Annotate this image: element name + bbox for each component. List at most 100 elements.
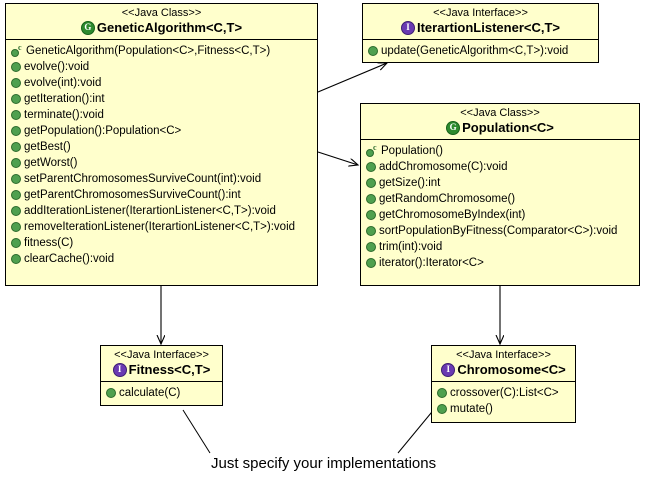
method-item[interactable]: evolve():void bbox=[8, 59, 315, 75]
class-box-population[interactable]: <<Java Class>> G Population<C> c Populat… bbox=[360, 103, 640, 286]
member-label: setParentChromosomesSurviveCount(int):vo… bbox=[24, 173, 262, 185]
caption-leader-left bbox=[182, 409, 211, 454]
stereotype-label: <<Java Interface>> bbox=[456, 349, 551, 361]
member-label: getIteration():int bbox=[24, 93, 105, 105]
method-item[interactable]: calculate(C) bbox=[103, 385, 220, 401]
member-label: clearCache():void bbox=[24, 253, 115, 265]
interface-box-chromosome[interactable]: <<Java Interface>> I Chromosome<C> cross… bbox=[431, 345, 576, 423]
method-item[interactable]: trim(int):void bbox=[363, 239, 637, 255]
method-icon bbox=[11, 254, 21, 264]
stereotype-label: <<Java Interface>> bbox=[114, 349, 209, 361]
method-item[interactable]: getParentChromosomesSurviveCount():int bbox=[8, 187, 315, 203]
member-label: addChromosome(C):void bbox=[379, 161, 508, 173]
member-label: getWorst() bbox=[24, 157, 78, 169]
interface-name-label: Chromosome<C> bbox=[457, 362, 566, 377]
method-icon bbox=[106, 388, 116, 398]
method-item[interactable]: sortPopulationByFitness(Comparator<C>):v… bbox=[363, 223, 637, 239]
class-name-label: Population<C> bbox=[462, 120, 554, 135]
member-label: mutate() bbox=[450, 403, 493, 415]
diagram-caption: Just specify your implementations bbox=[211, 455, 437, 472]
connector-ga-to-iterationlistener bbox=[317, 63, 387, 93]
member-label: addIterationListener(IterartionListener<… bbox=[24, 205, 276, 217]
method-icon bbox=[366, 194, 376, 204]
member-list-iterationlistener: update(GeneticAlgorithm<C,T>):void bbox=[363, 40, 598, 63]
method-item[interactable]: getPopulation():Population<C> bbox=[8, 123, 315, 139]
method-icon bbox=[366, 178, 376, 188]
method-item[interactable]: iterator():Iterator<C> bbox=[363, 255, 637, 271]
method-item[interactable]: evolve(int):void bbox=[8, 75, 315, 91]
method-icon bbox=[11, 190, 21, 200]
method-item[interactable]: getWorst() bbox=[8, 155, 315, 171]
method-item[interactable]: getSize():int bbox=[363, 175, 637, 191]
member-label: update(GeneticAlgorithm<C,T>):void bbox=[381, 45, 569, 57]
stereotype-label: <<Java Interface>> bbox=[433, 7, 528, 19]
method-icon bbox=[11, 94, 21, 104]
class-icon: G bbox=[80, 21, 95, 35]
class-header-population: <<Java Class>> G Population<C> bbox=[361, 104, 639, 140]
member-label: getParentChromosomesSurviveCount():int bbox=[24, 189, 241, 201]
method-icon bbox=[366, 226, 376, 236]
method-item[interactable]: terminate():void bbox=[8, 107, 315, 123]
method-item[interactable]: crossover(C):List<C> bbox=[434, 385, 573, 401]
method-item[interactable]: addChromosome(C):void bbox=[363, 159, 637, 175]
member-label: getRandomChromosome() bbox=[379, 193, 516, 205]
interface-box-iterationlistener[interactable]: <<Java Interface>> I IterartionListener<… bbox=[362, 3, 599, 63]
member-list-geneticalgorithm: c GeneticAlgorithm(Population<C>,Fitness… bbox=[6, 40, 317, 271]
interface-icon: I bbox=[112, 363, 127, 377]
interface-name-label: Fitness<C,T> bbox=[128, 362, 211, 377]
method-icon bbox=[11, 110, 21, 120]
method-item[interactable]: addIterationListener(IterartionListener<… bbox=[8, 203, 315, 219]
stereotype-label: <<Java Class>> bbox=[460, 107, 540, 119]
member-label: evolve(int):void bbox=[24, 77, 102, 89]
interface-name-label: IterartionListener<C,T> bbox=[416, 20, 561, 35]
method-icon bbox=[437, 388, 447, 398]
method-item[interactable]: clearCache():void bbox=[8, 251, 315, 267]
method-icon bbox=[11, 142, 21, 152]
member-list-chromosome: crossover(C):List<C> mutate() bbox=[432, 382, 575, 421]
member-label: trim(int):void bbox=[379, 241, 443, 253]
member-label: Population() bbox=[381, 145, 444, 157]
member-label: getPopulation():Population<C> bbox=[24, 125, 182, 137]
method-item[interactable]: update(GeneticAlgorithm<C,T>):void bbox=[365, 43, 596, 59]
member-label: getChromosomeByIndex(int) bbox=[379, 209, 526, 221]
interface-icon: I bbox=[441, 363, 456, 377]
member-label: getSize():int bbox=[379, 177, 441, 189]
stereotype-label: <<Java Class>> bbox=[121, 7, 202, 19]
member-label: calculate(C) bbox=[119, 387, 181, 399]
method-item[interactable]: getBest() bbox=[8, 139, 315, 155]
method-icon bbox=[11, 222, 21, 232]
interface-header-iterationlistener: <<Java Interface>> I IterartionListener<… bbox=[363, 4, 598, 40]
method-item[interactable]: getChromosomeByIndex(int) bbox=[363, 207, 637, 223]
member-list-population: c Population() addChromosome(C):void get… bbox=[361, 140, 639, 275]
method-icon bbox=[366, 210, 376, 220]
class-header-geneticalgorithm: <<Java Class>> G GeneticAlgorithm<C,T> bbox=[6, 4, 317, 40]
member-label: fitness(C) bbox=[24, 237, 74, 249]
method-icon bbox=[11, 174, 21, 184]
constructor-icon: c bbox=[366, 143, 378, 157]
method-item[interactable]: mutate() bbox=[434, 401, 573, 417]
method-icon bbox=[366, 258, 376, 268]
method-item[interactable]: setParentChromosomesSurviveCount(int):vo… bbox=[8, 171, 315, 187]
method-icon bbox=[11, 158, 21, 168]
constructor-item[interactable]: c GeneticAlgorithm(Population<C>,Fitness… bbox=[8, 43, 315, 59]
method-icon bbox=[437, 404, 447, 414]
member-label: crossover(C):List<C> bbox=[450, 387, 559, 399]
member-label: getBest() bbox=[24, 141, 71, 153]
interface-header-chromosome: <<Java Interface>> I Chromosome<C> bbox=[432, 346, 575, 382]
interface-box-fitness[interactable]: <<Java Interface>> I Fitness<C,T> calcul… bbox=[100, 345, 223, 406]
method-item[interactable]: removeIterationListener(IterartionListen… bbox=[8, 219, 315, 235]
interface-icon: I bbox=[400, 21, 415, 35]
constructor-icon: c bbox=[11, 43, 23, 57]
method-icon bbox=[366, 162, 376, 172]
constructor-item[interactable]: c Population() bbox=[363, 143, 637, 159]
method-item[interactable]: getIteration():int bbox=[8, 91, 315, 107]
method-item[interactable]: getRandomChromosome() bbox=[363, 191, 637, 207]
member-list-fitness: calculate(C) bbox=[101, 382, 222, 405]
method-item[interactable]: fitness(C) bbox=[8, 235, 315, 251]
class-box-geneticalgorithm[interactable]: <<Java Class>> G GeneticAlgorithm<C,T> c… bbox=[5, 3, 318, 286]
method-icon bbox=[368, 46, 378, 56]
method-icon bbox=[366, 242, 376, 252]
member-label: iterator():Iterator<C> bbox=[379, 257, 484, 269]
class-icon: G bbox=[446, 121, 461, 135]
